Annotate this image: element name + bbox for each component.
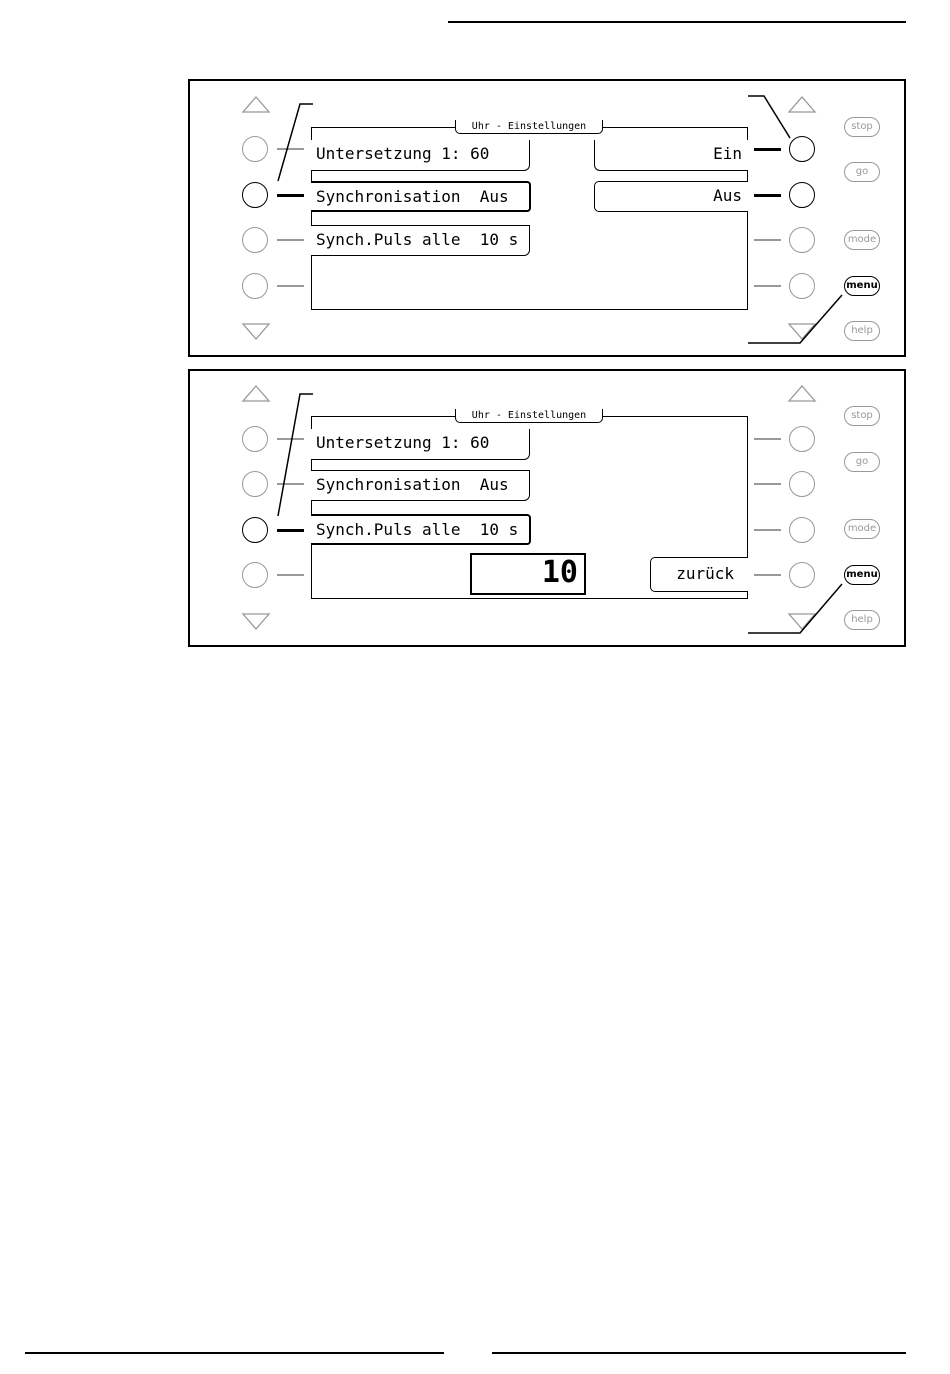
go-button[interactable]: go <box>844 162 880 182</box>
back-button[interactable]: zurück <box>650 557 748 592</box>
mode-button[interactable]: mode <box>844 230 880 250</box>
left-softkey-4[interactable] <box>242 273 268 299</box>
down-arrow-icon[interactable] <box>241 322 271 340</box>
menu-item-untersetzung[interactable]: Untersetzung 1: 60 <box>311 429 530 460</box>
right-softkey-3[interactable] <box>789 227 815 253</box>
left-softkey-line-1 <box>277 148 304 150</box>
display-screen: Uhr - Einstellungen Untersetzung 1: 60 S… <box>311 127 748 310</box>
down-arrow-icon[interactable] <box>787 612 817 630</box>
down-arrow-icon[interactable] <box>787 322 817 340</box>
go-button[interactable]: go <box>844 452 880 472</box>
right-softkey-4[interactable] <box>789 562 815 588</box>
menu-button[interactable]: menu <box>844 565 880 585</box>
left-softkey-line-4 <box>277 574 304 576</box>
stop-button[interactable]: stop <box>844 406 880 426</box>
menu-item-untersetzung[interactable]: Untersetzung 1: 60 <box>311 140 530 171</box>
right-softkey-line-4 <box>754 285 781 287</box>
up-arrow-icon[interactable] <box>787 96 817 114</box>
screen-title: Uhr - Einstellungen <box>455 120 603 134</box>
right-softkey-2[interactable] <box>789 471 815 497</box>
device-panel-2: stop go mode menu help Uhr - Einstellung… <box>188 369 906 647</box>
up-arrow-icon[interactable] <box>241 385 271 403</box>
right-softkey-line-2 <box>754 483 781 485</box>
menu-item-synch-puls[interactable]: Synch.Puls alle 10 s <box>311 225 530 256</box>
device-panel-1: stop go mode menu help Uhr - Einstellung… <box>188 79 906 357</box>
footer-rule-right <box>492 1352 906 1354</box>
help-button[interactable]: help <box>844 610 880 630</box>
right-softkey-line-4 <box>754 574 781 576</box>
right-softkey-2[interactable] <box>789 182 815 208</box>
up-arrow-icon[interactable] <box>787 385 817 403</box>
left-softkey-4[interactable] <box>242 562 268 588</box>
footer-rule-left <box>25 1352 444 1354</box>
right-softkey-4[interactable] <box>789 273 815 299</box>
screen-title: Uhr - Einstellungen <box>455 409 603 423</box>
mode-button[interactable]: mode <box>844 519 880 539</box>
right-softkey-1[interactable] <box>789 426 815 452</box>
left-softkey-line-1 <box>277 438 304 440</box>
display-screen: Uhr - Einstellungen Untersetzung 1: 60 S… <box>311 416 748 599</box>
right-softkey-3[interactable] <box>789 517 815 543</box>
left-softkey-2[interactable] <box>242 471 268 497</box>
right-softkey-line-3 <box>754 239 781 241</box>
left-softkey-1[interactable] <box>242 426 268 452</box>
stop-button[interactable]: stop <box>844 117 880 137</box>
up-arrow-icon[interactable] <box>241 96 271 114</box>
left-softkey-2[interactable] <box>242 182 268 208</box>
header-rule <box>448 21 906 23</box>
menu-button[interactable]: menu <box>844 276 880 296</box>
left-softkey-line-3 <box>277 529 304 532</box>
left-softkey-3[interactable] <box>242 517 268 543</box>
left-softkey-line-4 <box>277 285 304 287</box>
left-softkey-3[interactable] <box>242 227 268 253</box>
value-display[interactable]: 10 <box>470 553 586 595</box>
menu-item-synchronisation[interactable]: Synchronisation Aus <box>311 470 530 501</box>
right-softkey-line-1 <box>754 438 781 440</box>
left-softkey-line-2 <box>277 194 304 197</box>
option-aus[interactable]: Aus <box>594 181 748 212</box>
help-button[interactable]: help <box>844 321 880 341</box>
left-softkey-line-2 <box>277 483 304 485</box>
right-softkey-line-3 <box>754 529 781 531</box>
left-softkey-1[interactable] <box>242 136 268 162</box>
option-ein[interactable]: Ein <box>594 140 748 171</box>
menu-item-synch-puls[interactable]: Synch.Puls alle 10 s <box>311 514 531 545</box>
right-softkey-line-1 <box>754 148 781 151</box>
left-softkey-line-3 <box>277 239 304 241</box>
down-arrow-icon[interactable] <box>241 612 271 630</box>
right-softkey-1[interactable] <box>789 136 815 162</box>
right-softkey-line-2 <box>754 194 781 197</box>
menu-item-synchronisation[interactable]: Synchronisation Aus <box>311 181 531 212</box>
